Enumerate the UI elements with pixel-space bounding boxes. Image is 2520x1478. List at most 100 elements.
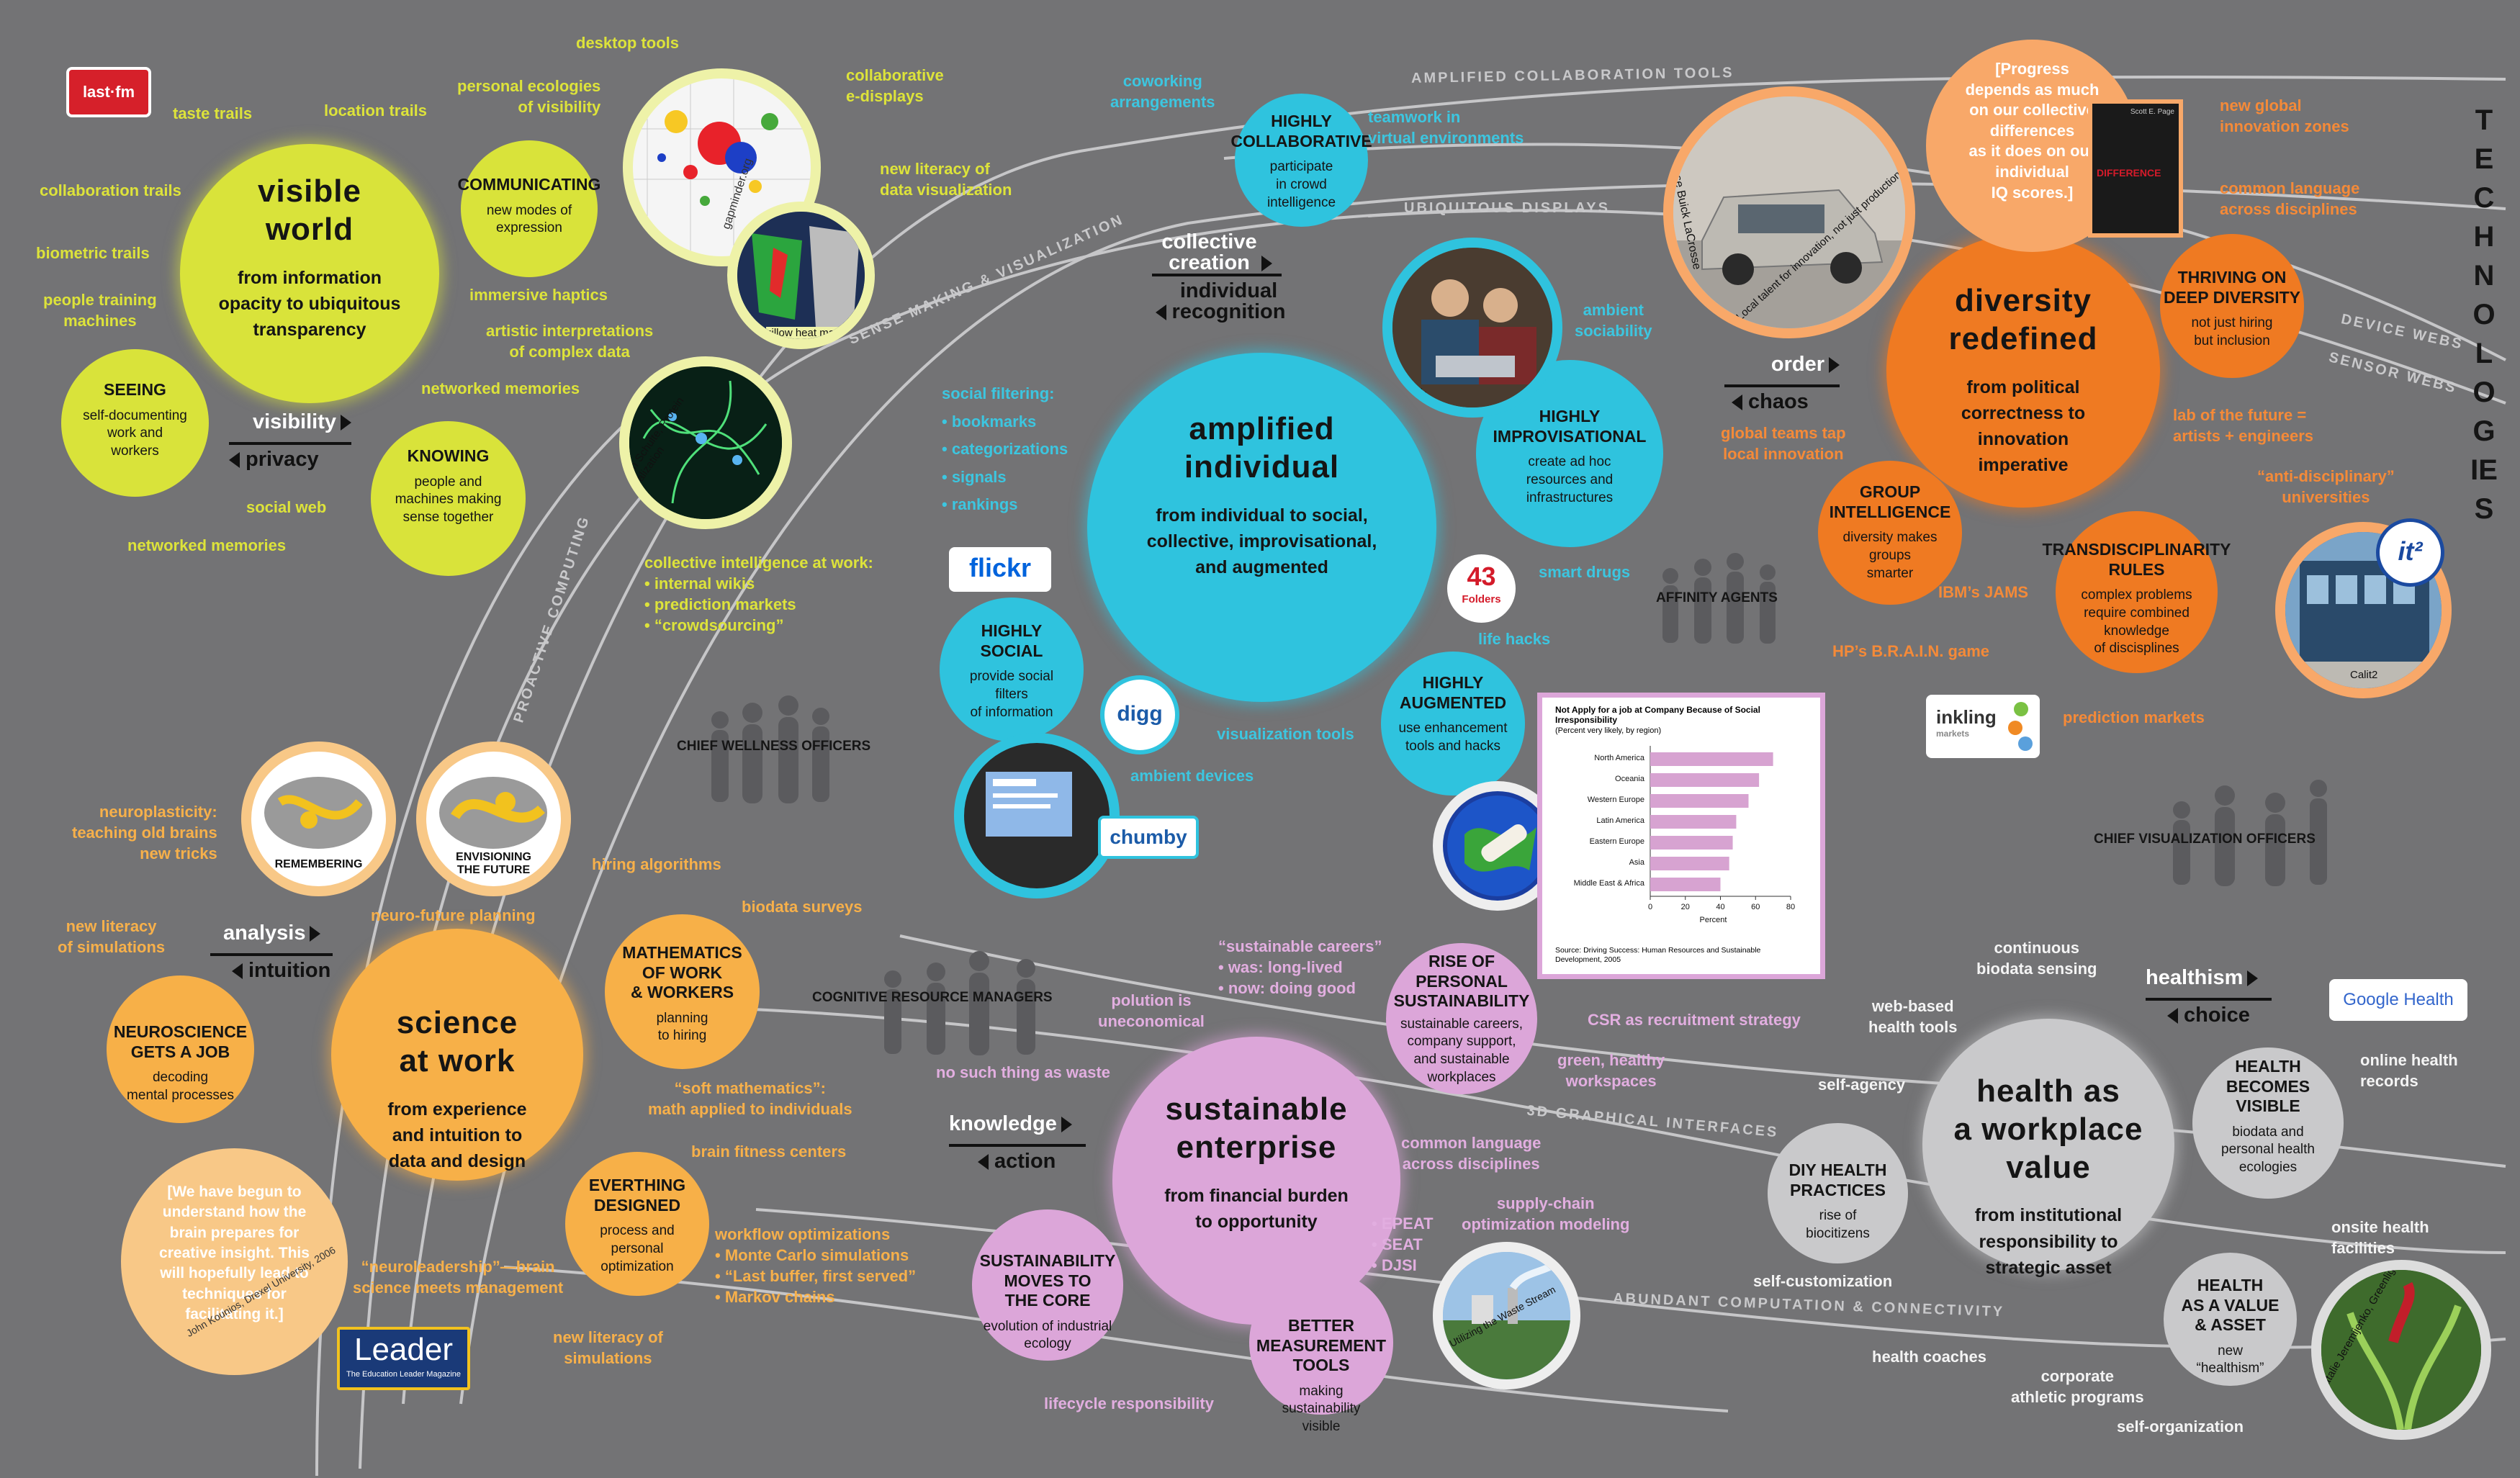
axis-healthism: healthism — [2146, 966, 2259, 990]
chief-visualization-officers-figures — [2173, 780, 2327, 886]
label-neuroplasticity: neuroplasticity: teaching old brains new… — [72, 803, 217, 863]
label-lab-of-future: lab of the future = artists + engineers — [2173, 406, 2314, 446]
health-workplace-bubble — [1922, 1019, 2174, 1271]
knowing-bubble — [371, 421, 526, 576]
chart-title: Not Apply for a job at Company Because o… — [1555, 705, 1760, 726]
axis-chaos: chaos — [1732, 390, 1809, 414]
sustainability-core-bubble — [972, 1209, 1123, 1361]
protein-visualization-photo[interactable]: Jürgen Schulte, Protein Visualization — [619, 356, 792, 529]
label-ambient-sociability: ambient sociability — [1575, 301, 1652, 341]
label-neuroleadership: “neuroleadership”—brain science meets ma… — [353, 1258, 564, 1297]
label-health-coaches: health coaches — [1872, 1348, 1986, 1366]
greenlight-photo[interactable]: Natalie Jeremijenko, Greenlight Environm… — [2311, 1260, 2491, 1440]
waste-stream-photo[interactable]: Utilizing the Waste Stream — [1433, 1242, 1580, 1389]
label-epeat-seat-djsi: • EPEAT • SEAT • DJSI — [1372, 1215, 1434, 1275]
transdisciplinarity-bubble — [2056, 511, 2218, 673]
neuroscience-bubble — [107, 975, 254, 1123]
buick-car-image — [1673, 96, 1905, 328]
label-workflow: workflow optimizations • Monte Carlo sim… — [715, 1225, 917, 1307]
technologies-vertical-title: TECHNOLOGIES — [2470, 104, 2498, 525]
label-no-such-waste: no such thing as waste — [936, 1063, 1111, 1081]
label-social-filtering: social filtering: • bookmarks • categori… — [942, 384, 1068, 513]
leader-logo[interactable]: Leader The Education Leader Magazine — [337, 1327, 470, 1390]
remembering-brain-photo[interactable]: REMEMBERING — [241, 742, 396, 896]
inkling-markets-logo[interactable]: inkling markets — [1926, 695, 2040, 758]
zillow-caption: zillow heat map — [766, 327, 841, 339]
chart-source: Source: Driving Success: Human Resources… — [1555, 946, 1761, 965]
progress-quote: [Progress depends as much on our collect… — [1965, 60, 2100, 202]
label-collective-intelligence: collective intelligence at work: • inter… — [644, 554, 873, 635]
label-life-hacks: life hacks — [1478, 630, 1551, 648]
label-taste-trails: taste trails — [173, 104, 253, 122]
43-folders-logo[interactable]: 43 Folders — [1447, 554, 1516, 623]
label-coworking: coworking arrangements — [1110, 72, 1215, 112]
google-health-logo[interactable]: Google Health — [2329, 979, 2467, 1021]
communicating-bubble — [461, 140, 598, 277]
seeing-bubble — [61, 349, 209, 497]
flickr-logo[interactable]: flickr — [949, 547, 1051, 592]
track-ubiquitous-displays: UBIQUITOUS DISPLAYS — [1404, 200, 1610, 216]
label-biodata-surveys: biodata surveys — [742, 898, 863, 916]
it2-logo[interactable]: it² — [2376, 518, 2444, 587]
axis-privacy: privacy — [229, 448, 319, 472]
group-intelligence-bubble — [1818, 461, 1962, 605]
chart-category-label: Oceania — [1615, 775, 1645, 783]
label-prediction-markets: prediction markets — [2063, 708, 2205, 726]
label-desktop-tools: desktop tools — [576, 34, 680, 52]
axis-visibility: visibility — [253, 410, 351, 434]
visibility-privacy-axis: visibility privacy — [229, 410, 351, 477]
chief-visualization-officers-title: CHIEF VISUALIZATION OFFICERS — [2094, 832, 2316, 847]
label-teamwork: teamwork in virtual environments — [1368, 108, 1524, 148]
buick-lacrosse-photo[interactable]: Chinese Buick LaCrosse Local talent for … — [1663, 86, 1915, 338]
chart-category-label: Latin America — [1596, 816, 1645, 825]
label-immersive-haptics: immersive haptics — [469, 286, 608, 304]
label-biometric-trails: biometric trails — [36, 244, 150, 262]
label-green-workspaces: green, healthy workspaces — [1557, 1051, 1665, 1091]
analysis-intuition-axis: analysis intuition — [210, 922, 333, 988]
health-asset-bubble — [2164, 1253, 2297, 1386]
label-smart-drugs: smart drugs — [1539, 563, 1631, 581]
highly-social-bubble — [940, 598, 1084, 742]
chart-x-tick-label: 80 — [1786, 903, 1795, 911]
chart-category-label: Middle East & Africa — [1574, 879, 1645, 888]
chart-bar — [1650, 836, 1733, 850]
chief-wellness-officers-title: CHIEF WELLNESS OFFICERS — [677, 739, 871, 754]
remembering-caption: REMEMBERING — [274, 858, 363, 870]
label-hp-brain: HP’s B.R.A.I.N. game — [1832, 642, 1990, 660]
zillow-heat-map-photo[interactable]: zillow heat map — [727, 202, 875, 349]
visible-world-bubble — [180, 144, 439, 403]
diversity-redefined-bubble — [1886, 234, 2160, 508]
label-soft-math: “soft mathematics”: math applied to indi… — [648, 1079, 852, 1119]
google-screen-image — [986, 772, 1072, 837]
difference-book-cover[interactable]: Scott E. Page DIFFERENCE — [2088, 99, 2183, 238]
kounios-quote: [We have begun to understand how the bra… — [159, 1184, 310, 1323]
hat-factory-photo[interactable]: The Hat Factory — [1382, 238, 1562, 418]
label-global-teams: global teams tap local innovation — [1721, 424, 1846, 464]
label-artistic-interpretations: artistic interpretations of complex data — [486, 322, 654, 361]
label-self-customization: self-customization — [1753, 1272, 1893, 1290]
label-visualization-tools: visualization tools — [1217, 725, 1354, 743]
label-common-language-bottom: common language across disciplines — [1401, 1134, 1542, 1173]
label-anti-disciplinary: “anti-disciplinary” universities — [2257, 467, 2395, 507]
chumby-logo[interactable]: chumby — [1098, 816, 1199, 859]
label-networked-memories: networked memories — [127, 536, 287, 554]
difference-book-title: DIFFERENCE — [2097, 167, 2161, 179]
envisioning-brain-photo[interactable]: ENVISIONING THE FUTURE — [416, 742, 571, 896]
label-neuro-future: neuro-future planning — [371, 906, 536, 924]
google-screen-photo[interactable] — [954, 733, 1120, 898]
mathematics-bubble — [605, 914, 760, 1069]
sustainable-enterprise-bubble — [1112, 1037, 1400, 1325]
digg-logo[interactable]: digg — [1100, 675, 1179, 754]
lastfm-logo[interactable]: last·fm — [66, 67, 151, 117]
